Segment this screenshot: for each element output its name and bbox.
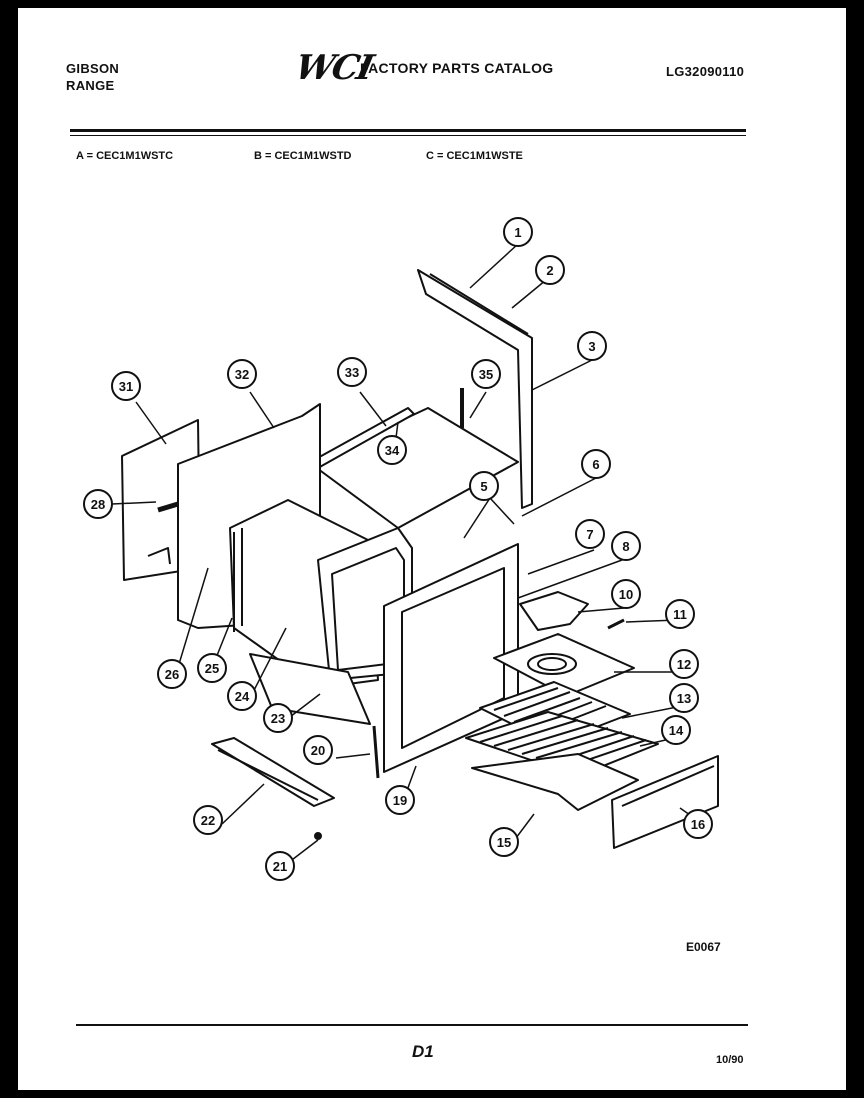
figure-code: E0067 <box>686 940 721 954</box>
model-a: A = CEC1M1WSTC <box>76 150 174 162</box>
callout-7: 7 <box>575 519 605 549</box>
callout-15: 15 <box>489 827 519 857</box>
svg-text:3: 3 <box>588 339 595 354</box>
callout-markers: 1 2 3 5 6 7 8 10 11 12 13 14 15 16 19 20… <box>83 217 713 881</box>
svg-text:14: 14 <box>669 723 684 738</box>
callout-5: 5 <box>469 471 499 501</box>
callout-2: 2 <box>535 255 565 285</box>
callout-24: 24 <box>227 681 257 711</box>
svg-text:5: 5 <box>480 479 487 494</box>
svg-text:25: 25 <box>205 661 219 676</box>
svg-text:33: 33 <box>345 365 359 380</box>
callout-19: 19 <box>385 785 415 815</box>
svg-text:7: 7 <box>586 527 593 542</box>
svg-text:8: 8 <box>622 539 629 554</box>
callout-35: 35 <box>471 359 501 389</box>
callout-14: 14 <box>661 715 691 745</box>
callout-13: 13 <box>669 683 699 713</box>
callout-31: 31 <box>111 371 141 401</box>
callout-3: 3 <box>577 331 607 361</box>
callout-26: 26 <box>157 659 187 689</box>
kick-plate-part <box>611 755 719 849</box>
svg-text:15: 15 <box>497 835 511 850</box>
svg-text:12: 12 <box>677 657 691 672</box>
drawer-bottom-part <box>471 753 639 811</box>
callout-34: 34 <box>377 435 407 465</box>
svg-text:32: 32 <box>235 367 249 382</box>
callout-1: 1 <box>503 217 533 247</box>
callout-28: 28 <box>83 489 113 519</box>
header-rule-thin <box>70 135 746 136</box>
svg-text:2: 2 <box>546 263 553 278</box>
svg-text:26: 26 <box>165 667 179 682</box>
svg-text:34: 34 <box>385 443 400 458</box>
svg-text:24: 24 <box>235 689 250 704</box>
callout-6: 6 <box>581 449 611 479</box>
svg-text:35: 35 <box>479 367 493 382</box>
header-rule-thick <box>70 129 746 132</box>
svg-text:22: 22 <box>201 813 215 828</box>
back-panel-part <box>417 269 533 509</box>
callout-23: 23 <box>263 703 293 733</box>
brand-name: GIBSON <box>66 61 120 76</box>
callout-12: 12 <box>669 649 699 679</box>
callout-33: 33 <box>337 357 367 387</box>
svg-text:6: 6 <box>592 457 599 472</box>
page-id: D1 <box>412 1042 434 1061</box>
product-type: RANGE <box>66 78 115 93</box>
svg-text:31: 31 <box>119 379 133 394</box>
footer-rule <box>76 1024 748 1026</box>
callout-25: 25 <box>197 653 227 683</box>
svg-text:13: 13 <box>677 691 691 706</box>
catalog-page: GIBSON RANGE WCI FACTORY PARTS CATALOG L… <box>18 8 846 1090</box>
svg-text:20: 20 <box>311 743 325 758</box>
callout-32: 32 <box>227 359 257 389</box>
svg-text:16: 16 <box>691 817 705 832</box>
brand-block: GIBSON RANGE <box>66 60 119 94</box>
svg-text:23: 23 <box>271 711 285 726</box>
bake-element-part <box>519 591 589 631</box>
svg-text:10: 10 <box>619 587 633 602</box>
callout-11: 11 <box>665 599 695 629</box>
broiler-element-part <box>493 633 635 697</box>
revision-date: 10/90 <box>716 1054 744 1066</box>
callout-10: 10 <box>611 579 641 609</box>
svg-text:28: 28 <box>91 497 105 512</box>
svg-text:21: 21 <box>273 859 287 874</box>
callout-16: 16 <box>683 809 713 839</box>
callout-8: 8 <box>611 531 641 561</box>
exploded-parts-diagram: 1 2 3 5 6 7 8 10 11 12 13 14 15 16 19 20… <box>83 217 719 881</box>
cabinet-top-part <box>309 407 519 529</box>
svg-text:1: 1 <box>514 225 521 240</box>
catalog-number: LG32090110 <box>666 64 745 79</box>
model-c: C = CEC1M1WSTE <box>426 150 523 162</box>
svg-text:19: 19 <box>393 793 407 808</box>
drawer-rail-part <box>211 737 335 807</box>
callout-20: 20 <box>303 735 333 765</box>
callout-21: 21 <box>265 851 295 881</box>
callout-22: 22 <box>193 805 223 835</box>
svg-text:11: 11 <box>673 607 687 622</box>
model-b: B = CEC1M1WSTD <box>254 150 352 162</box>
catalog-title: FACTORY PARTS CATALOG <box>360 60 554 76</box>
